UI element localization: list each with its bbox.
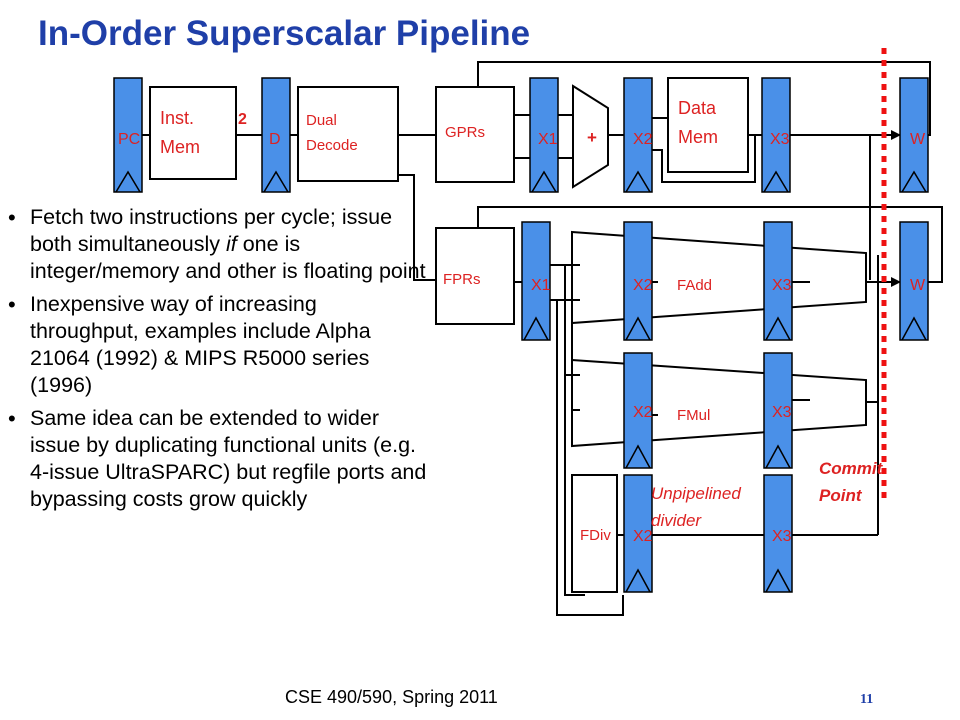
footer-course: CSE 490/590, Spring 2011 xyxy=(285,687,498,707)
adder-label: + xyxy=(587,128,597,147)
fmul-x2-label: X2 xyxy=(633,404,653,421)
fdiv-box xyxy=(571,474,618,593)
decode-register-label: D xyxy=(269,131,281,148)
data-mem-label-1: Data xyxy=(678,98,717,118)
fprs-label: FPRs xyxy=(443,271,481,288)
fp-w-label: W xyxy=(910,277,926,294)
bullet-list: Fetch two instructions per cycle; issue … xyxy=(8,204,428,519)
dual-decode-label-1: Dual xyxy=(306,112,337,129)
fadd-x2-label: X2 xyxy=(633,277,653,294)
int-w-label: W xyxy=(910,131,926,148)
fdiv-label: FDiv xyxy=(580,527,611,544)
decode-register xyxy=(261,77,291,193)
width-mark-label: 2 xyxy=(238,111,247,128)
fdiv-x3-register xyxy=(763,474,793,593)
unpipelined-label-1: Unpipelined xyxy=(651,484,741,503)
fdiv-x2-register xyxy=(623,474,653,593)
fadd-unit xyxy=(571,230,867,325)
dual-decode-label-2: Decode xyxy=(306,137,358,154)
commit-label-2: Point xyxy=(819,486,863,505)
fmul-x3-label: X3 xyxy=(772,404,792,421)
unpipelined-label-2: divider xyxy=(651,511,702,530)
fmul-x3-register xyxy=(763,352,793,469)
fadd-x3-register xyxy=(763,221,793,341)
fmul-unit xyxy=(571,358,867,448)
bullet-item: Fetch two instructions per cycle; issue … xyxy=(8,204,428,285)
bullet-item: Same idea can be extended to wider issue… xyxy=(8,405,428,513)
fdiv-x2-label: X2 xyxy=(633,528,653,545)
fdiv-x3-label: X3 xyxy=(772,528,792,545)
dual-decode-box xyxy=(297,86,399,182)
fmul-label: FMul xyxy=(677,407,710,424)
fp-x1-register xyxy=(521,221,551,341)
inst-mem-box xyxy=(149,86,237,180)
fmul-x2-register xyxy=(623,352,653,469)
int-x2-label: X2 xyxy=(633,131,653,148)
inst-mem-label-1: Inst. xyxy=(160,108,194,128)
fprs-box xyxy=(435,227,515,325)
fadd-label: FAdd xyxy=(677,277,712,294)
fp-w-register xyxy=(899,221,929,341)
fadd-x3-label: X3 xyxy=(772,277,792,294)
gprs-label: GPRs xyxy=(445,124,485,141)
gprs-box xyxy=(435,86,515,183)
data-mem-label-2: Mem xyxy=(678,127,718,147)
slide-title: In-Order Superscalar Pipeline xyxy=(38,14,531,53)
fadd-x2-register xyxy=(623,221,653,341)
inst-mem-label-2: Mem xyxy=(160,137,200,157)
int-x3-label: X3 xyxy=(770,131,790,148)
commit-label-1: Commit xyxy=(819,459,884,478)
page-number: 11 xyxy=(860,692,874,707)
pipeline-registers xyxy=(113,77,929,593)
bullet-item: Inexpensive way of increasing throughput… xyxy=(8,291,428,399)
pc-label: PC xyxy=(118,131,140,148)
register-clock-marks xyxy=(115,170,927,593)
data-mem-box xyxy=(667,77,749,173)
fp-x1-label: X1 xyxy=(531,277,551,294)
int-x1-label: X1 xyxy=(538,131,558,148)
adder-unit xyxy=(572,84,609,189)
